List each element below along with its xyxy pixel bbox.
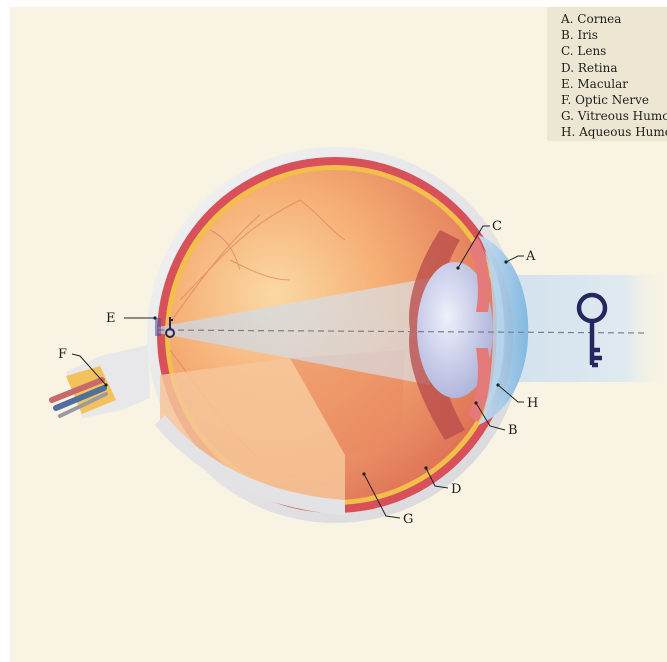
legend-item-cornea: A. Cornea	[561, 11, 667, 27]
callout-e: E	[106, 311, 116, 326]
legend-item-optic-nerve: F. Optic Nerve	[561, 92, 667, 108]
legend-item-aqueous-humor: H. Aqueous Humor	[561, 124, 667, 140]
callout-h: H	[527, 396, 538, 411]
legend: A. Cornea B. Iris C. Lens D. Retina E. M…	[547, 7, 667, 141]
macula	[155, 318, 161, 336]
callout-g: G	[403, 512, 413, 527]
callout-a: A	[525, 249, 536, 264]
legend-item-iris: B. Iris	[561, 27, 667, 43]
legend-item-macular: E. Macular	[561, 76, 667, 92]
legend-item-vitreous-humor: G. Vitreous Humor	[561, 108, 667, 124]
legend-item-retina: D. Retina	[561, 60, 667, 76]
callout-f: F	[58, 347, 67, 362]
callout-c: C	[492, 219, 502, 234]
callout-b: B	[508, 423, 518, 438]
legend-item-lens: C. Lens	[561, 43, 667, 59]
callout-d: D	[451, 482, 461, 497]
